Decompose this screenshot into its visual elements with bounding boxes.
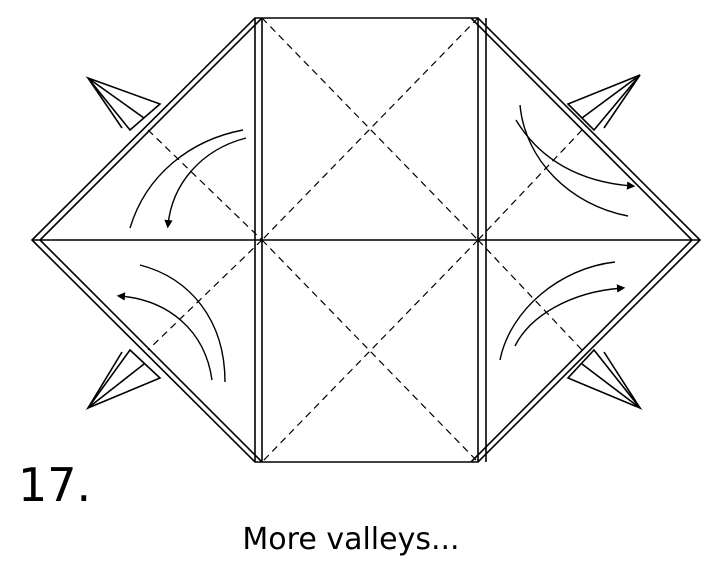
step-number: 17. xyxy=(18,458,92,512)
arrow-bottom-left xyxy=(139,264,226,383)
flap-bottom-left xyxy=(85,348,162,410)
back-flaps xyxy=(85,74,643,410)
flap-top-left xyxy=(85,76,162,132)
valley-fold-lines xyxy=(147,17,583,463)
arrow-bottom-right xyxy=(499,261,616,361)
arrow-top-left xyxy=(129,129,244,229)
arrow-top-right xyxy=(519,104,629,217)
model-outline xyxy=(30,17,702,463)
fold-arrows xyxy=(116,104,636,383)
flap-top-right xyxy=(566,74,641,132)
step-caption: More valleys... xyxy=(242,522,460,557)
flap-bottom-right xyxy=(566,348,643,410)
